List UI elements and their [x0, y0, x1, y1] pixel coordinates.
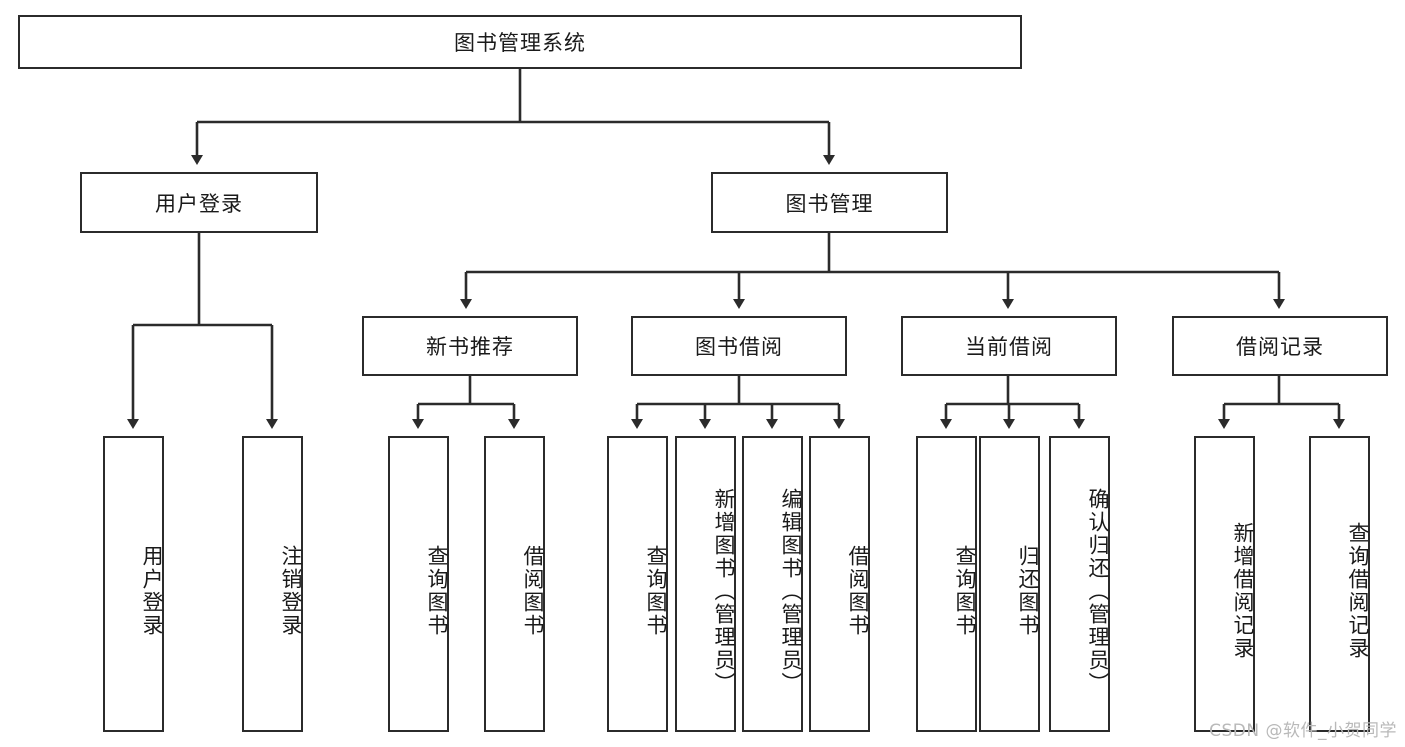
node-leaf-borrow-book-2-label: 借阅图书	[846, 545, 870, 637]
node-leaf-return-book[interactable]: 归还图书	[979, 436, 1040, 732]
node-leaf-confirm-return-label: 确认归还（管理员）	[1086, 487, 1110, 695]
node-leaf-query-book-3-label: 查询图书	[953, 545, 977, 637]
node-leaf-query-record-label: 查询借阅记录	[1346, 522, 1370, 660]
node-leaf-edit-book-label: 编辑图书（管理员）	[779, 487, 803, 695]
node-root[interactable]: 图书管理系统	[18, 15, 1022, 69]
node-leaf-add-record-label: 新增借阅记录	[1231, 522, 1255, 660]
node-book-manage-label: 图书管理	[785, 191, 874, 216]
node-borrow-record[interactable]: 借阅记录	[1172, 316, 1388, 376]
node-leaf-query-book-3[interactable]: 查询图书	[916, 436, 977, 732]
node-user-login-label: 用户登录	[155, 191, 243, 216]
node-current-borrow[interactable]: 当前借阅	[901, 316, 1117, 376]
node-root-label: 图书管理系统	[454, 31, 586, 55]
node-leaf-query-record[interactable]: 查询借阅记录	[1309, 436, 1370, 732]
node-user-login[interactable]: 用户登录	[80, 172, 318, 233]
node-new-book-rec[interactable]: 新书推荐	[362, 316, 578, 376]
node-book-borrow[interactable]: 图书借阅	[631, 316, 847, 376]
node-new-book-rec-label: 新书推荐	[426, 335, 514, 359]
node-leaf-user-login-label: 用户登录	[140, 545, 164, 637]
node-leaf-add-book-label: 新增图书（管理员）	[712, 487, 736, 695]
node-leaf-query-book-1-label: 查询图书	[425, 545, 449, 637]
node-book-borrow-label: 图书借阅	[695, 335, 783, 359]
node-book-manage[interactable]: 图书管理	[711, 172, 948, 233]
node-borrow-record-label: 借阅记录	[1236, 335, 1324, 359]
node-leaf-borrow-book-2[interactable]: 借阅图书	[809, 436, 870, 732]
node-leaf-add-record[interactable]: 新增借阅记录	[1194, 436, 1255, 732]
node-current-borrow-label: 当前借阅	[965, 335, 1053, 359]
node-leaf-query-book-2-label: 查询图书	[644, 545, 668, 637]
node-leaf-return-book-label: 归还图书	[1016, 545, 1040, 637]
node-leaf-query-book-2[interactable]: 查询图书	[607, 436, 668, 732]
node-leaf-confirm-return[interactable]: 确认归还（管理员）	[1049, 436, 1110, 732]
node-leaf-query-book-1[interactable]: 查询图书	[388, 436, 449, 732]
node-leaf-borrow-book-1[interactable]: 借阅图书	[484, 436, 545, 732]
node-leaf-add-book[interactable]: 新增图书（管理员）	[675, 436, 736, 732]
node-leaf-logout[interactable]: 注销登录	[242, 436, 303, 732]
node-leaf-logout-label: 注销登录	[279, 545, 303, 637]
node-leaf-user-login[interactable]: 用户登录	[103, 436, 164, 732]
node-leaf-edit-book[interactable]: 编辑图书（管理员）	[742, 436, 803, 732]
node-leaf-borrow-book-1-label: 借阅图书	[521, 545, 545, 637]
